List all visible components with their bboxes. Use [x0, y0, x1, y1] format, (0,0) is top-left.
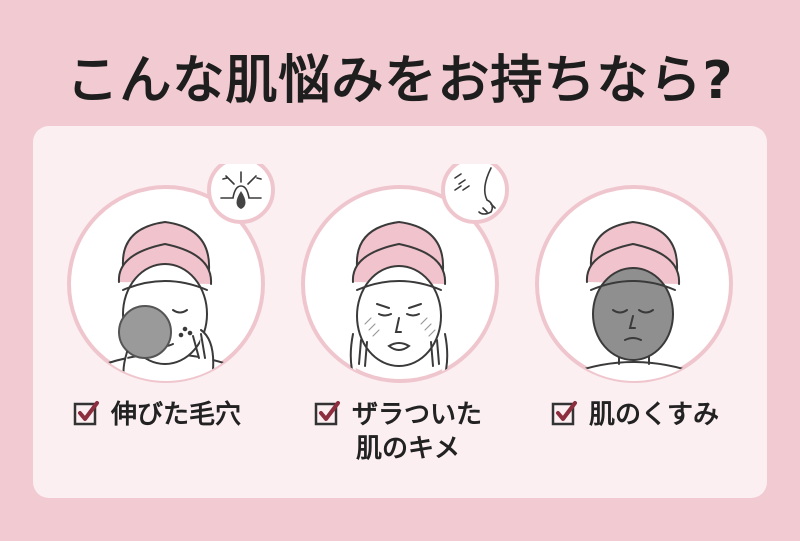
concern-rough-texture: ザラついた 肌のキメ — [314, 398, 482, 466]
page-title: こんな肌悩みをお持ちなら? — [66, 50, 734, 111]
checkbox-checked-icon — [314, 401, 340, 426]
checkbox-checked-icon — [551, 401, 577, 426]
concern-enlarged-pores: 伸びた毛穴 — [73, 398, 241, 432]
enlarged-pores-illustration — [67, 164, 275, 383]
concern-label: 伸びた毛穴 — [111, 400, 242, 430]
concern-label: ザラついた — [352, 400, 483, 430]
skin-concerns-panel: 伸びた毛穴 ザラついた 肌のキメ 肌のくすみ — [33, 126, 767, 498]
checkbox-checked-icon — [73, 401, 99, 426]
concern-dull-skin: 肌のくすみ — [551, 398, 719, 432]
rough-skin-texture-illustration — [301, 164, 509, 383]
concern-label-line-2: 肌のキメ — [356, 434, 461, 464]
dull-skin-illustration — [535, 185, 733, 383]
concern-label: 肌のくすみ — [589, 400, 720, 430]
